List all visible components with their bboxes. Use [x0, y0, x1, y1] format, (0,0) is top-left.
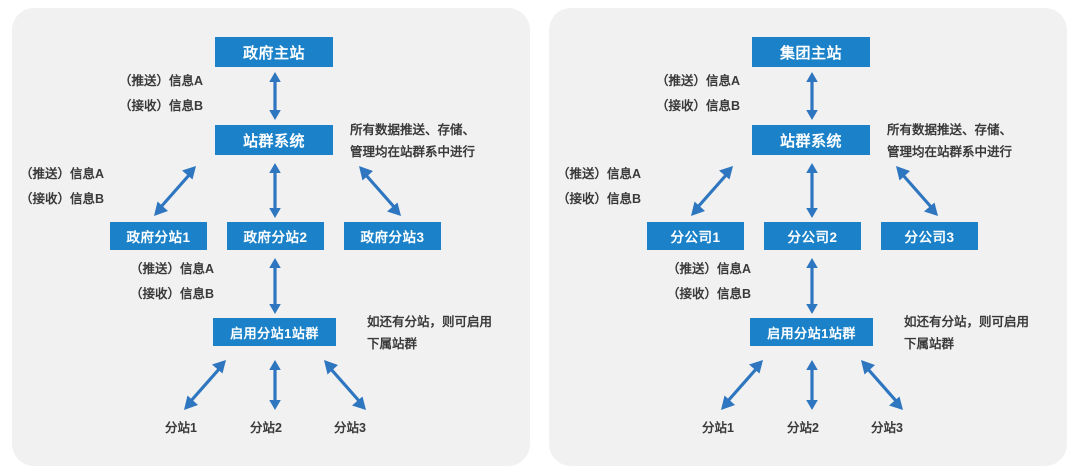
- note-data-management-line2: 管理均在站群系中进行: [887, 145, 1013, 159]
- arrow-subsystem-leaf3: [324, 360, 366, 410]
- leaf-label-1: 分站1: [165, 421, 197, 435]
- arrow-subsystem-leaf1: [721, 360, 763, 410]
- arrow-system-branch1: [154, 166, 196, 216]
- leaf-label-3: 分站3: [871, 421, 903, 435]
- node-branch-1[interactable]: 分公司1: [647, 222, 744, 250]
- arrow-system-branch3: [896, 166, 938, 216]
- arrow-system-branch3: [359, 166, 401, 216]
- arrow-branch2-subsystem: [806, 258, 818, 314]
- note-top-push: （推送）信息A: [119, 74, 204, 88]
- note-low-push: （推送）信息A: [667, 262, 752, 276]
- panel-government: 政府主站 （推送）信息A （接收）信息B 站群系统 所有数据推送、存储、 管理均…: [12, 8, 530, 466]
- leaf-label-1: 分站1: [702, 421, 734, 435]
- arrow-branch2-subsystem: [269, 258, 281, 314]
- node-system[interactable]: 站群系统: [752, 125, 870, 155]
- node-branch-3[interactable]: 分公司3: [881, 222, 978, 250]
- note-mid-receive: （接收）信息B: [557, 192, 642, 206]
- note-data-management-line1: 所有数据推送、存储、: [887, 123, 1013, 137]
- leaf-label-2: 分站2: [787, 421, 819, 435]
- note-sub-station-line1: 如还有分站，则可启用: [367, 315, 493, 329]
- note-mid-receive: （接收）信息B: [20, 192, 105, 206]
- note-data-management-line2: 管理均在站群系中进行: [350, 145, 476, 159]
- node-root[interactable]: 政府主站: [215, 37, 333, 67]
- note-low-push: （推送）信息A: [130, 262, 215, 276]
- arrow-system-branch2: [269, 163, 281, 218]
- arrow-system-branch2: [806, 163, 818, 218]
- node-subsystem[interactable]: 启用分站1站群: [750, 318, 873, 346]
- arrow-subsystem-leaf2: [269, 360, 281, 410]
- note-data-management-line1: 所有数据推送、存储、: [350, 123, 476, 137]
- note-mid-push: （推送）信息A: [557, 167, 642, 181]
- panel-group: 集团主站 （推送）信息A （接收）信息B 站群系统 所有数据推送、存储、 管理均…: [549, 8, 1067, 466]
- leaf-label-3: 分站3: [334, 421, 366, 435]
- note-low-receive: （接收）信息B: [667, 287, 752, 301]
- note-sub-station-line2: 下属站群: [904, 337, 955, 351]
- node-subsystem[interactable]: 启用分站1站群: [213, 318, 336, 346]
- node-branch-3[interactable]: 政府分站3: [344, 222, 441, 250]
- arrow-system-branch1: [691, 166, 733, 216]
- note-top-receive: （接收）信息B: [119, 99, 204, 113]
- node-branch-2[interactable]: 政府分站2: [227, 222, 324, 250]
- arrow-subsystem-leaf1: [184, 360, 226, 410]
- node-branch-2[interactable]: 分公司2: [764, 222, 861, 250]
- note-top-push: （推送）信息A: [656, 74, 741, 88]
- arrow-subsystem-leaf2: [806, 360, 818, 410]
- arrow-root-system: [269, 72, 281, 120]
- arrow-subsystem-leaf3: [861, 360, 903, 410]
- note-low-receive: （接收）信息B: [130, 287, 215, 301]
- note-sub-station-line2: 下属站群: [367, 337, 418, 351]
- leaf-label-2: 分站2: [250, 421, 282, 435]
- note-sub-station-line1: 如还有分站，则可启用: [904, 315, 1030, 329]
- note-mid-push: （推送）信息A: [20, 167, 105, 181]
- node-root[interactable]: 集团主站: [752, 37, 870, 67]
- node-system[interactable]: 站群系统: [215, 125, 333, 155]
- note-top-receive: （接收）信息B: [656, 99, 741, 113]
- node-branch-1[interactable]: 政府分站1: [110, 222, 207, 250]
- arrow-root-system: [806, 72, 818, 120]
